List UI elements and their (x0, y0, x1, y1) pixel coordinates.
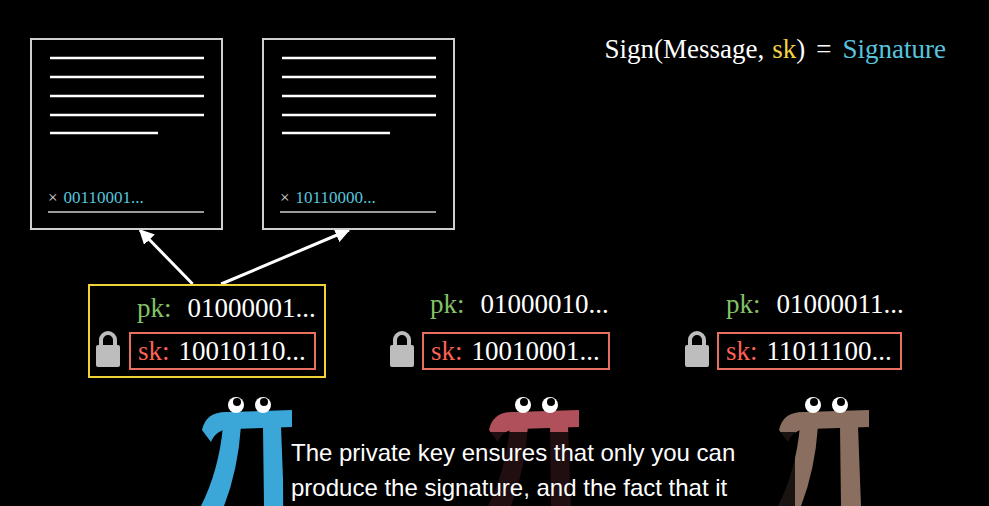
document: × 00110001... (30, 38, 223, 230)
lock-icon (96, 333, 120, 367)
key-value: 01000011... (777, 287, 904, 321)
arrow (221, 230, 349, 284)
text-line (50, 76, 204, 79)
signature-line (48, 211, 204, 213)
formula-text: = (816, 32, 831, 66)
formula-result: Signature (843, 32, 946, 66)
secret-key-box: sk: 10010001... (422, 332, 610, 370)
text-line (282, 132, 390, 135)
signature-line (280, 211, 436, 213)
text-line (282, 114, 436, 117)
text-row: sk: 10010001... (431, 335, 600, 367)
text-row: pk: 01000001... (137, 291, 316, 325)
text-line (50, 95, 204, 98)
lock-icon (390, 333, 414, 367)
text-line (282, 57, 436, 60)
secret-key-box: sk: 10010110... (129, 332, 316, 370)
text-row: sk: 10010110... (138, 335, 306, 367)
key-prefix: × (48, 188, 58, 208)
text-line (50, 57, 204, 60)
text-row: × 00110001... (48, 188, 144, 208)
public-key-row: pk: 01000010... (430, 287, 609, 321)
arrow (140, 230, 193, 284)
text-row: sk: 11011100... (726, 335, 892, 367)
text-row: × 10110000... (280, 188, 376, 208)
key-prefix: pk: (726, 287, 761, 321)
key-prefix: sk: (138, 335, 170, 367)
key-value: 01000001... (188, 291, 316, 325)
key-value: 10010110... (179, 335, 306, 367)
key-pair-box: pk: 01000001... sk: 10010110... (88, 284, 326, 378)
key-prefix: sk: (726, 335, 758, 367)
key-prefix: × (280, 188, 290, 208)
public-key-row: pk: 01000011... (726, 287, 904, 321)
text-line (282, 76, 436, 79)
subtitle: The private key ensures that only you ca… (283, 432, 795, 506)
key-value: 10010001... (472, 335, 600, 367)
pi-creature (201, 397, 292, 506)
key-prefix: pk: (430, 287, 465, 321)
key-value: 10110000... (296, 188, 376, 208)
secret-key-box: sk: 11011100... (717, 332, 902, 370)
formula-text: ) (796, 32, 805, 66)
key-prefix: sk: (431, 335, 463, 367)
text-line (282, 95, 436, 98)
text-line (50, 114, 204, 117)
formula-text: Sign(Message, (605, 32, 765, 66)
formula: Sign(Message,sk) = Signature (605, 32, 946, 66)
formula-key: sk (772, 32, 796, 66)
key-prefix: pk: (137, 291, 172, 325)
lock-icon (685, 333, 709, 367)
key-value: 00110001... (64, 188, 144, 208)
text-line (50, 132, 158, 135)
key-value: 01000010... (481, 287, 609, 321)
key-value: 11011100... (767, 335, 892, 367)
document: × 10110000... (262, 38, 455, 230)
